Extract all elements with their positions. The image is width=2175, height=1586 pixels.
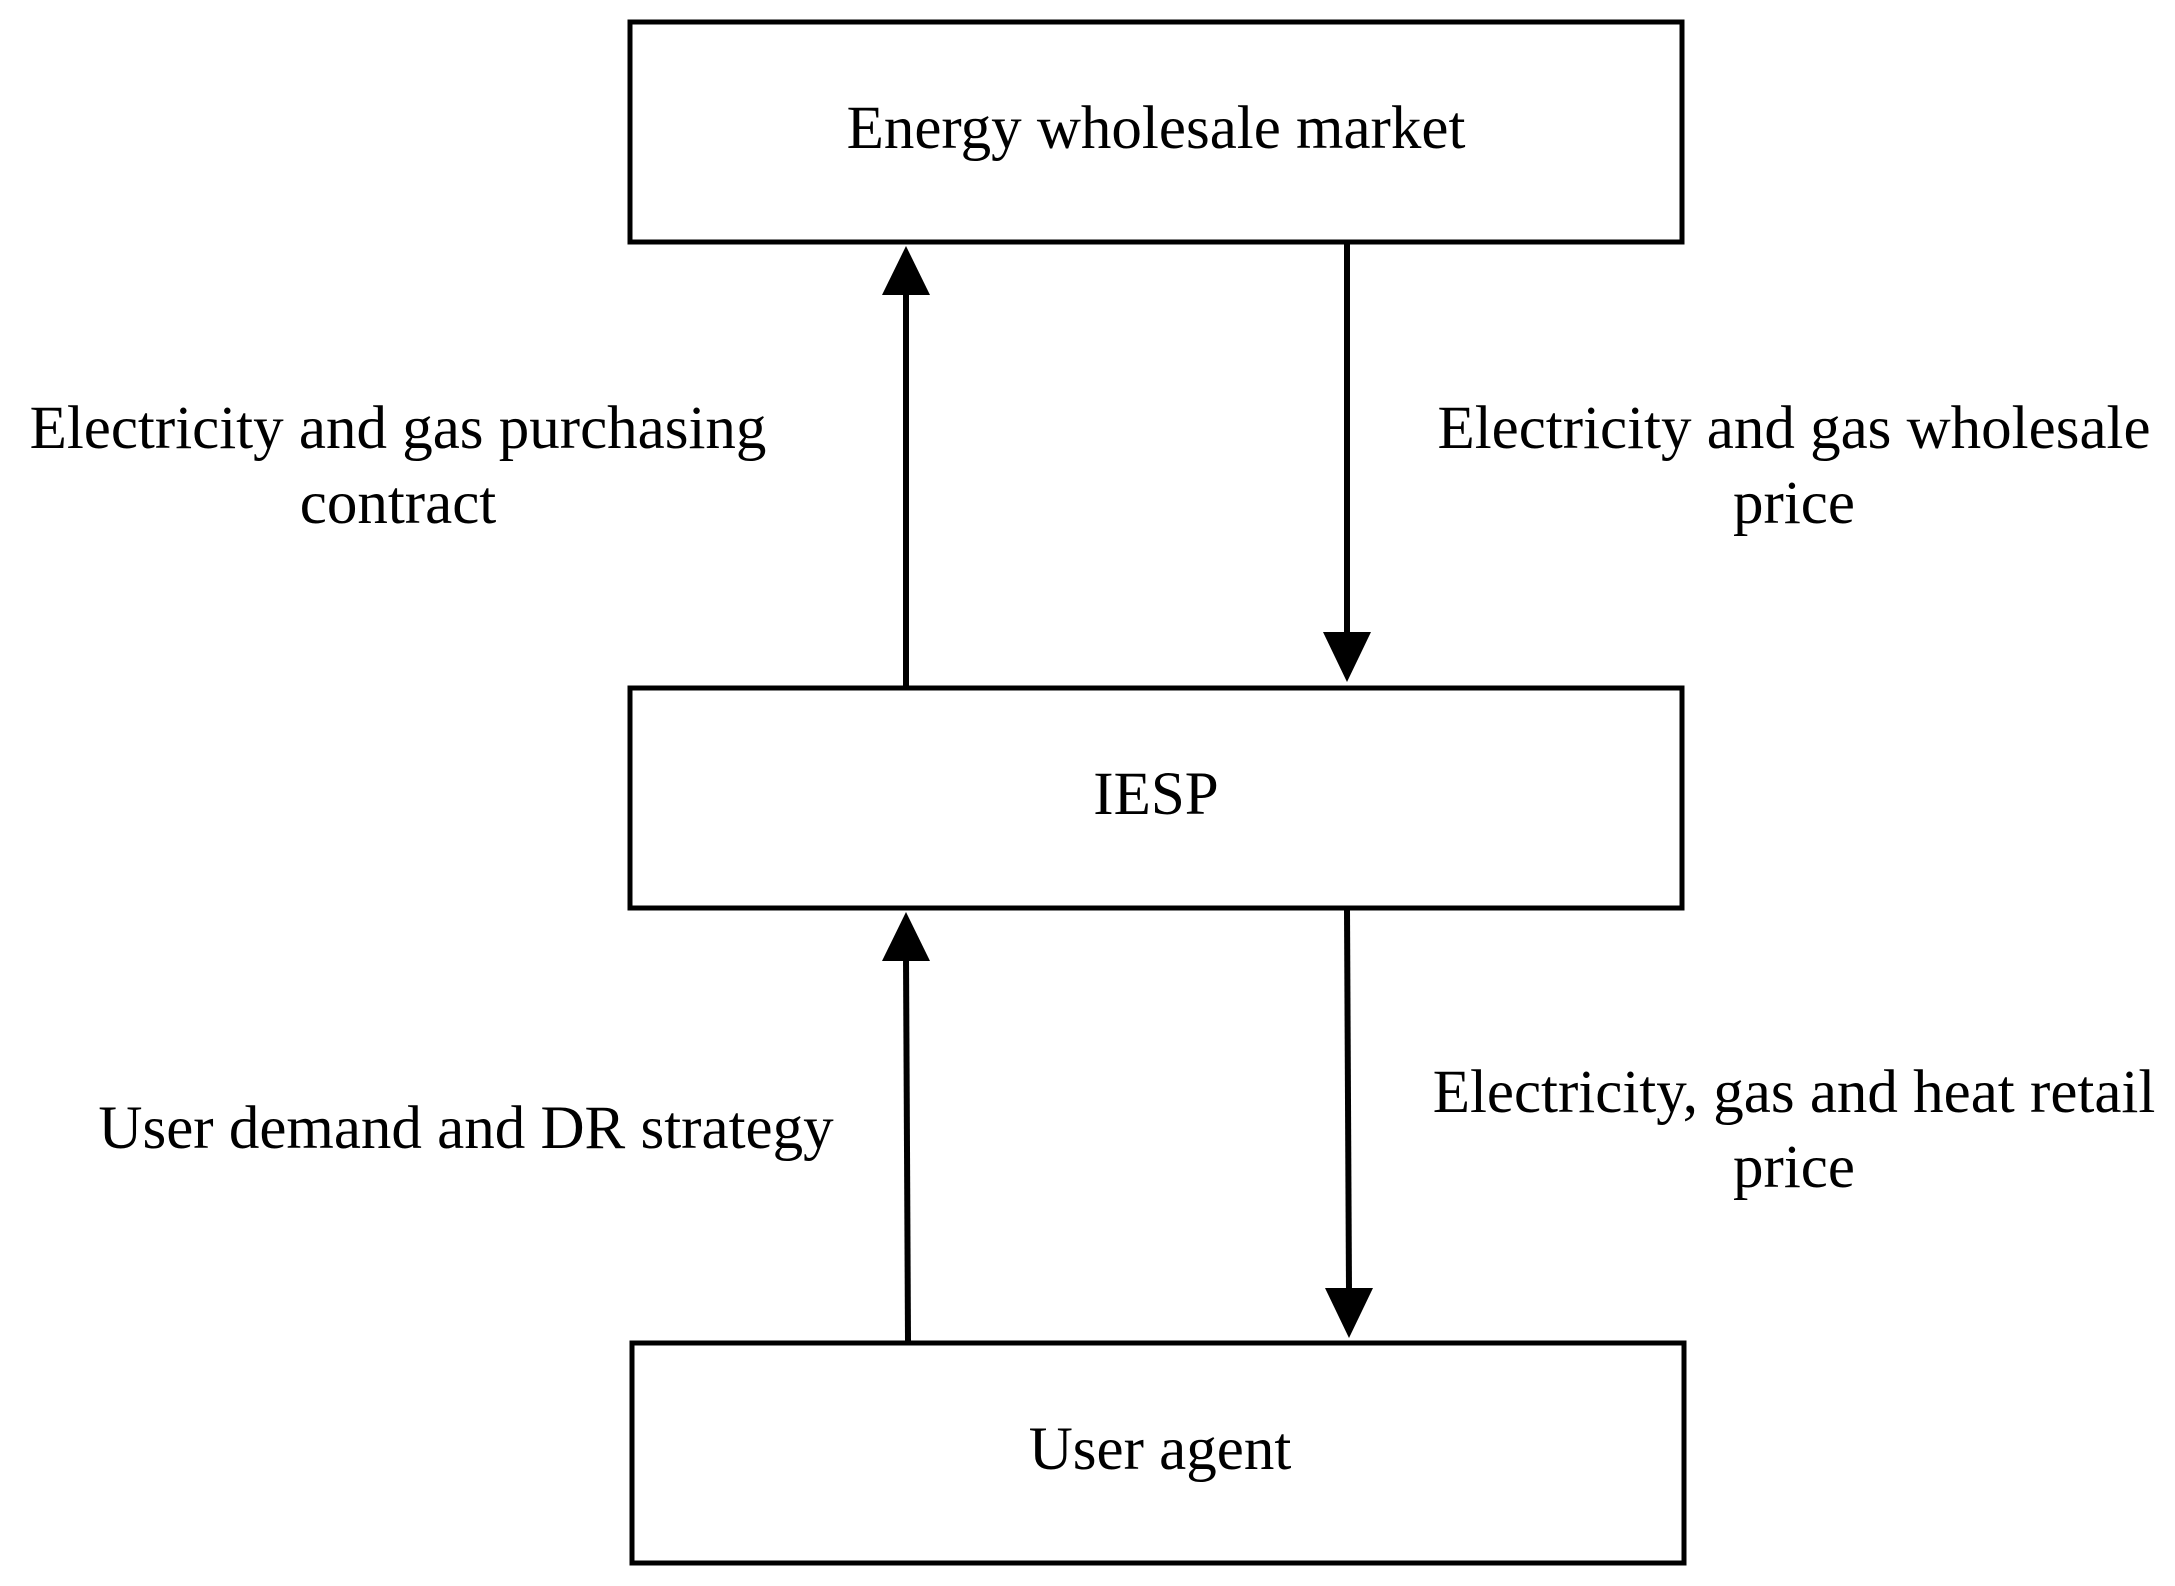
- edge-label-wholesale-price-line1: Electricity and gas wholesale: [1437, 395, 2150, 462]
- edge-label-retail-price-line1: Electricity, gas and heat retail: [1433, 1059, 2156, 1126]
- edge-wholesale-price: [1323, 244, 1371, 682]
- node-user-agent: User agent: [629, 1340, 1687, 1566]
- arrowhead-down-icon: [1325, 1288, 1373, 1338]
- edge-label-retail-price-line2: price: [1733, 1134, 1855, 1201]
- edge-label-purchasing-line2: contract: [300, 470, 496, 537]
- node-energy-wholesale-market: Energy wholesale market: [627, 19, 1685, 245]
- node-energy-wholesale-market-label: Energy wholesale market: [847, 95, 1466, 162]
- arrowhead-up-icon: [882, 912, 930, 961]
- edge-label-wholesale-price-line2: price: [1733, 470, 1855, 537]
- arrowhead-up-icon: [882, 246, 930, 295]
- edge-label-user-demand: User demand and DR strategy: [98, 1095, 834, 1162]
- node-iesp-label: IESP: [1093, 761, 1218, 828]
- edge-retail-price: [1325, 909, 1373, 1338]
- node-iesp: IESP: [627, 685, 1685, 911]
- edge-label-purchasing-line1: Electricity and gas purchasing: [30, 395, 767, 462]
- edge-user-demand: [882, 912, 930, 1342]
- edge-purchasing-contract: [882, 246, 930, 686]
- node-user-agent-label: User agent: [1029, 1416, 1292, 1483]
- arrowhead-down-icon: [1323, 632, 1371, 682]
